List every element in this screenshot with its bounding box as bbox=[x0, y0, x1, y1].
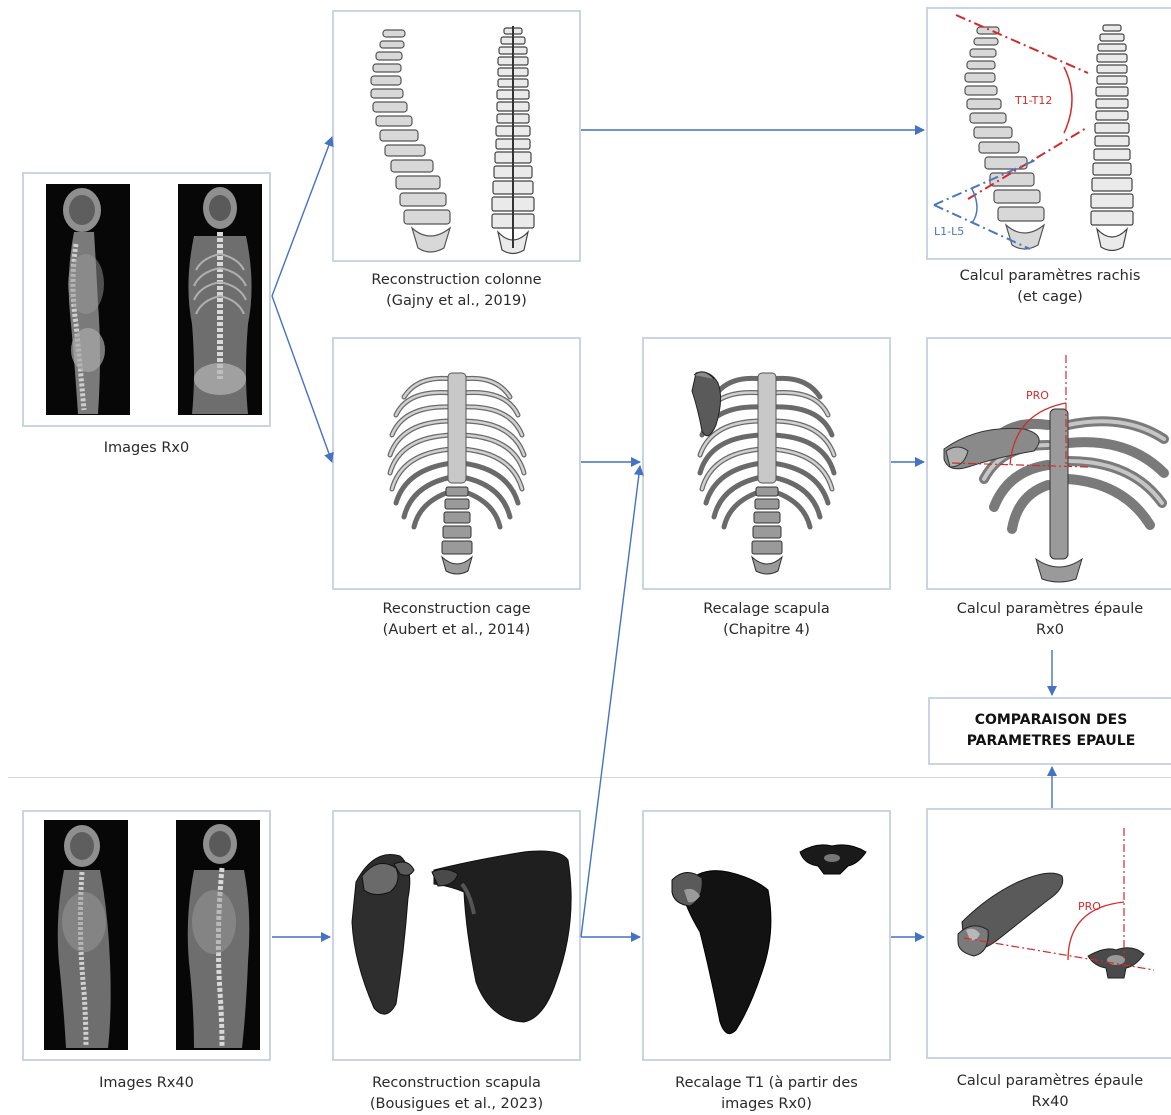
arrow-scapula-to-recalage bbox=[581, 466, 640, 937]
arrow-rx0-to-cage bbox=[272, 296, 332, 462]
arrow-rx0-to-colonne bbox=[272, 137, 332, 296]
